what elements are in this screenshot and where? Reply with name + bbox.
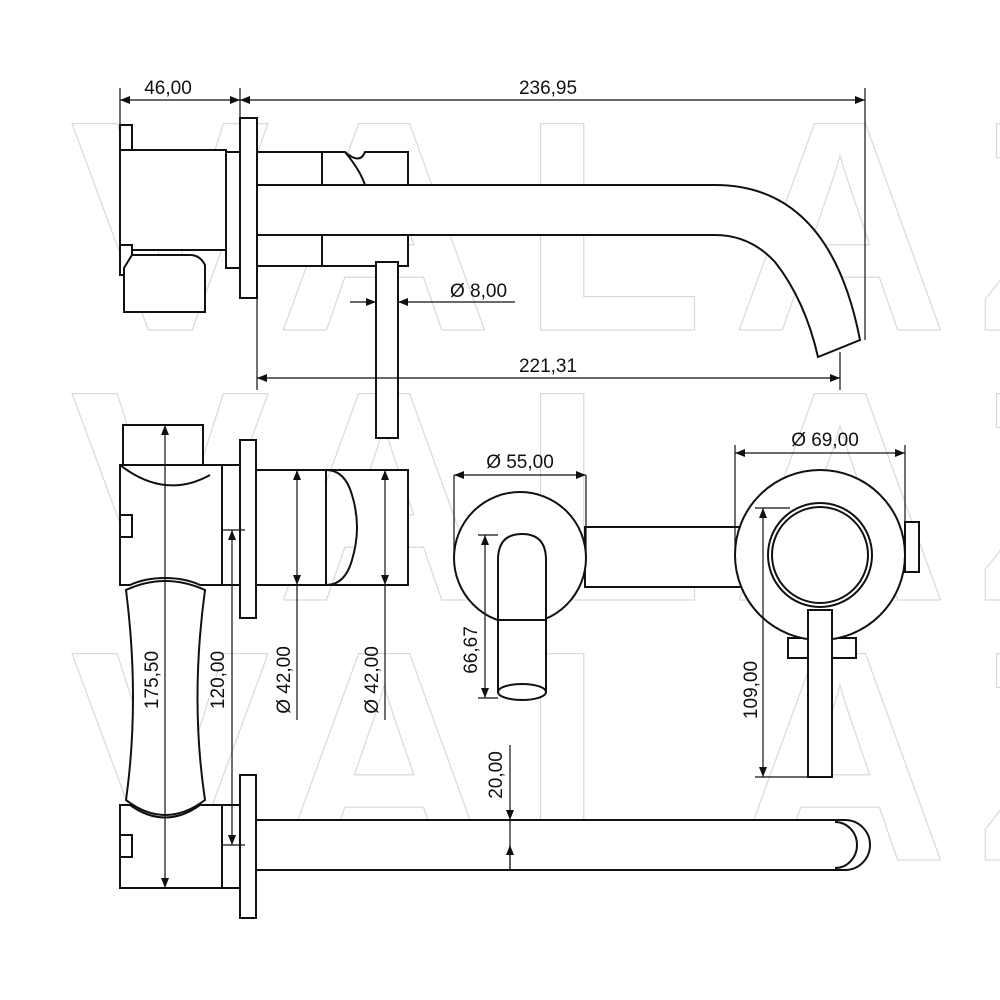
wall-plate-side	[239, 117, 258, 299]
dim-body-height: 175,50	[142, 425, 169, 888]
dim-body-depth: 46,00	[119, 78, 241, 125]
dim-escutcheon-b: Ø 42,00	[362, 470, 389, 720]
connector-bar	[584, 526, 746, 588]
dim-outlet-spacing-label: 120,00	[208, 651, 229, 709]
dim-spout-drop-label: 66,67	[461, 626, 482, 674]
dim-outlet-spacing: 120,00	[208, 529, 245, 846]
dim-spout-thickness: 20,00	[486, 745, 514, 870]
wall-plate-upper	[239, 439, 257, 619]
dim-spout-plate: Ø 55,00	[453, 452, 587, 558]
side-view: 46,00 236,95 Ø 8,00 221,31	[119, 78, 866, 439]
dim-body-depth-label: 46,00	[144, 78, 192, 99]
dim-overall-length-label: 236,95	[519, 78, 577, 99]
dim-handle-length-label: 109,00	[741, 661, 762, 719]
dim-body-height-label: 175,50	[142, 651, 163, 709]
dim-escutcheon-a: Ø 42,00	[274, 470, 301, 720]
section-view: 175,50 120,00 Ø 42,00 Ø 42,00 20,00	[119, 424, 871, 919]
dim-spout-projection-label: 221,31	[519, 356, 577, 377]
dim-mixer-plate: Ø 69,00	[734, 430, 906, 555]
handle-lever-side	[375, 261, 399, 439]
dim-escutcheon-a-label: Ø 42,00	[274, 646, 295, 714]
wall-plate-lower	[239, 774, 257, 919]
front-view: Ø 55,00 66,67 Ø 69,00 109,00	[453, 430, 920, 778]
spout-lower	[255, 819, 871, 871]
dim-handle-length: 109,00	[741, 507, 808, 778]
dim-spout-projection: 221,31	[256, 298, 841, 390]
valve-body-section	[119, 424, 241, 889]
dim-mixer-plate-label: Ø 69,00	[791, 430, 859, 451]
dim-spout-plate-label: Ø 55,00	[486, 452, 554, 473]
spout-side	[256, 184, 862, 359]
dim-overall-length: 236,95	[240, 78, 866, 340]
dim-escutcheon-b-label: Ø 42,00	[362, 646, 383, 714]
dim-handle-diameter-label: Ø 8,00	[450, 281, 507, 302]
dim-spout-thickness-label: 20,00	[486, 751, 507, 799]
handle-lever-front	[807, 609, 833, 778]
dim-spout-drop: 66,67	[461, 534, 498, 699]
dim-handle-diameter: Ø 8,00	[350, 281, 515, 306]
valve-body-side	[119, 124, 241, 313]
